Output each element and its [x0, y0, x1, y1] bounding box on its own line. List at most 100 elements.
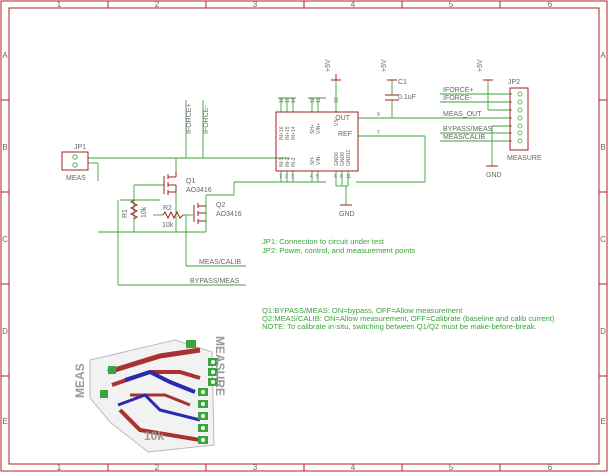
zone-col-1-bottom: 1 — [57, 463, 62, 472]
pcb-trace-bottom-1 — [124, 369, 196, 394]
zone-row-c-left: C — [2, 235, 8, 244]
ic-num-11: 11 — [346, 174, 351, 180]
zone-row-c-right: C — [600, 235, 606, 244]
jp1-value: MEAS — [66, 175, 86, 182]
q1-ref: Q1 — [186, 178, 195, 185]
wires — [88, 80, 512, 286]
r2-ref: R2 — [163, 205, 172, 212]
ic-pin-gnd8: GND8 — [340, 152, 346, 166]
notes-block: JP1: Connection to circuit under test JP… — [262, 237, 555, 331]
net-iforce-neg-vert: IFORCE- — [203, 105, 210, 134]
net-meas-calib: MEAS/CALIB — [199, 259, 241, 266]
zone-row-a-left: A — [2, 51, 8, 60]
ic-pin-vinp: VIN+ — [316, 123, 322, 134]
zone-col-2-top: 2 — [155, 0, 160, 9]
zone-row-d-left: D — [2, 327, 8, 336]
net-bypass-meas: BYPASS/MEAS — [190, 278, 240, 285]
ic-num-7: 7 — [377, 130, 380, 136]
ic-num-6: 6 — [334, 174, 337, 180]
pcb-trace-top-1 — [107, 347, 201, 375]
ina-ic: IN+16 IN+15 IN+14 IN-1 IN-2 IN-3 SH+ VIN… — [275, 97, 380, 180]
q1-mosfet: Q1 AO3416 — [163, 172, 212, 195]
ic-pin-in16: IN+16 — [279, 126, 285, 140]
ic-pin-gnd11: GND11 — [346, 149, 352, 166]
gnd-label-ic: GND — [339, 211, 355, 218]
q2-ref: Q2 — [216, 202, 225, 209]
note-calibrate: NOTE: To calibrate in-situ, switching be… — [262, 322, 537, 331]
zone-row-d-right: D — [600, 327, 606, 336]
note-jp1: JP1: Connection to circuit under test — [262, 237, 385, 246]
zone-row-b-left: B — [2, 143, 7, 152]
jp1-connector: JP1 MEAS — [61, 144, 89, 182]
net-labels: IFORCE+ IFORCE- MEAS_OUT BYPASS/MEAS MEA… — [186, 87, 493, 285]
zone-row-a-right: A — [600, 51, 606, 60]
zone-col-2-bottom: 2 — [155, 463, 160, 472]
ic-num-2: 2 — [285, 174, 288, 180]
net-iforce-neg: IFORCE- — [443, 95, 472, 102]
pcb-layout: MEAS MEASURE 10k — [73, 336, 227, 453]
ic-num-5: 5 — [316, 174, 319, 180]
ic-num-10: 10 — [334, 97, 340, 103]
ic-num-8: 8 — [340, 174, 343, 180]
ic-num-4: 4 — [310, 174, 313, 180]
ic-num-3: 3 — [291, 174, 294, 180]
ic-pin-out: OUT — [335, 115, 351, 122]
jp1-ref: JP1 — [74, 144, 86, 151]
zone-row-b-right: B — [600, 143, 605, 152]
ic-pin-in2: IN-2 — [285, 157, 291, 167]
zone-col-6-bottom: 6 — [548, 463, 553, 472]
pcb-trace-bottom-2 — [117, 393, 201, 422]
zone-col-5-bottom: 5 — [449, 463, 454, 472]
ic-num-12: 12 — [310, 97, 316, 103]
net-meas-out: MEAS_OUT — [443, 111, 482, 118]
zone-col-1-top: 1 — [57, 0, 62, 9]
power-symbol-jp2: +5V — [477, 59, 493, 81]
pcb-trace-top-3 — [118, 408, 201, 442]
c1-value: 0.1uF — [398, 94, 416, 101]
r1-resistor: R1 10k — [122, 199, 148, 220]
ic-pin-in3: IN-3 — [291, 157, 297, 167]
c1-capacitor: C1 0.1uF — [385, 79, 416, 101]
ic-num-15: 15 — [285, 97, 291, 103]
note-q2: Q2:MEAS/CALIB: ON=Allow measurement, OFF… — [262, 314, 555, 323]
pcb-label-measure: MEASURE — [213, 336, 227, 396]
ic-num-1: 1 — [279, 174, 282, 180]
r2-resistor: R2 10k — [162, 205, 184, 229]
r1-value: 10k — [141, 206, 148, 218]
ic-pin-ref: REF — [338, 131, 352, 138]
jp2-value: MEASURE — [507, 155, 542, 162]
zone-row-e-left: E — [2, 417, 7, 426]
vcc-label-jp2: +5V — [477, 59, 484, 72]
note-jp2: JP2: Power, control, and measurement poi… — [262, 246, 415, 255]
power-symbol-vs: +5V — [325, 59, 341, 81]
vcc-label-c1: +5V — [381, 59, 388, 72]
zone-col-3-bottom: 3 — [253, 463, 258, 472]
ic-pin-in14: IN+14 — [291, 126, 297, 140]
net-iforce-pos-vert: IFORCE+ — [186, 103, 193, 134]
jp2-connector: JP2 MEASURE — [507, 79, 542, 162]
gnd-symbol-jp2: GND — [486, 165, 502, 179]
net-iforce-pos: IFORCE+ — [443, 87, 474, 94]
q2-mosfet: Q2 AO3416 — [193, 202, 242, 224]
r1-ref: R1 — [122, 209, 129, 218]
ic-num-9: 9 — [377, 112, 380, 118]
ic-num-16: 16 — [279, 97, 285, 103]
q2-value: AO3416 — [216, 211, 242, 218]
vcc-label-ic: +5V — [325, 59, 332, 72]
ic-pin-in1: IN-1 — [279, 157, 285, 167]
pcb-label-10k: 10k — [144, 429, 164, 443]
zone-col-6-top: 6 — [548, 0, 553, 9]
q1-value: AO3416 — [186, 187, 212, 194]
jp2-ref: JP2 — [508, 79, 520, 86]
gnd-symbol-ic: GND — [339, 204, 355, 218]
net-bypass-meas-jp2: BYPASS/MEAS — [443, 126, 493, 133]
zone-col-3-top: 3 — [253, 0, 258, 9]
net-meas-calib-jp2: MEAS/CALIB — [443, 134, 485, 141]
ic-pin-gnd6: GND6 — [334, 152, 340, 166]
zone-col-4-top: 4 — [351, 0, 356, 9]
ic-num-14: 14 — [291, 97, 297, 103]
ic-pin-shm: SH- — [310, 156, 316, 165]
zone-col-4-bottom: 4 — [351, 463, 356, 472]
